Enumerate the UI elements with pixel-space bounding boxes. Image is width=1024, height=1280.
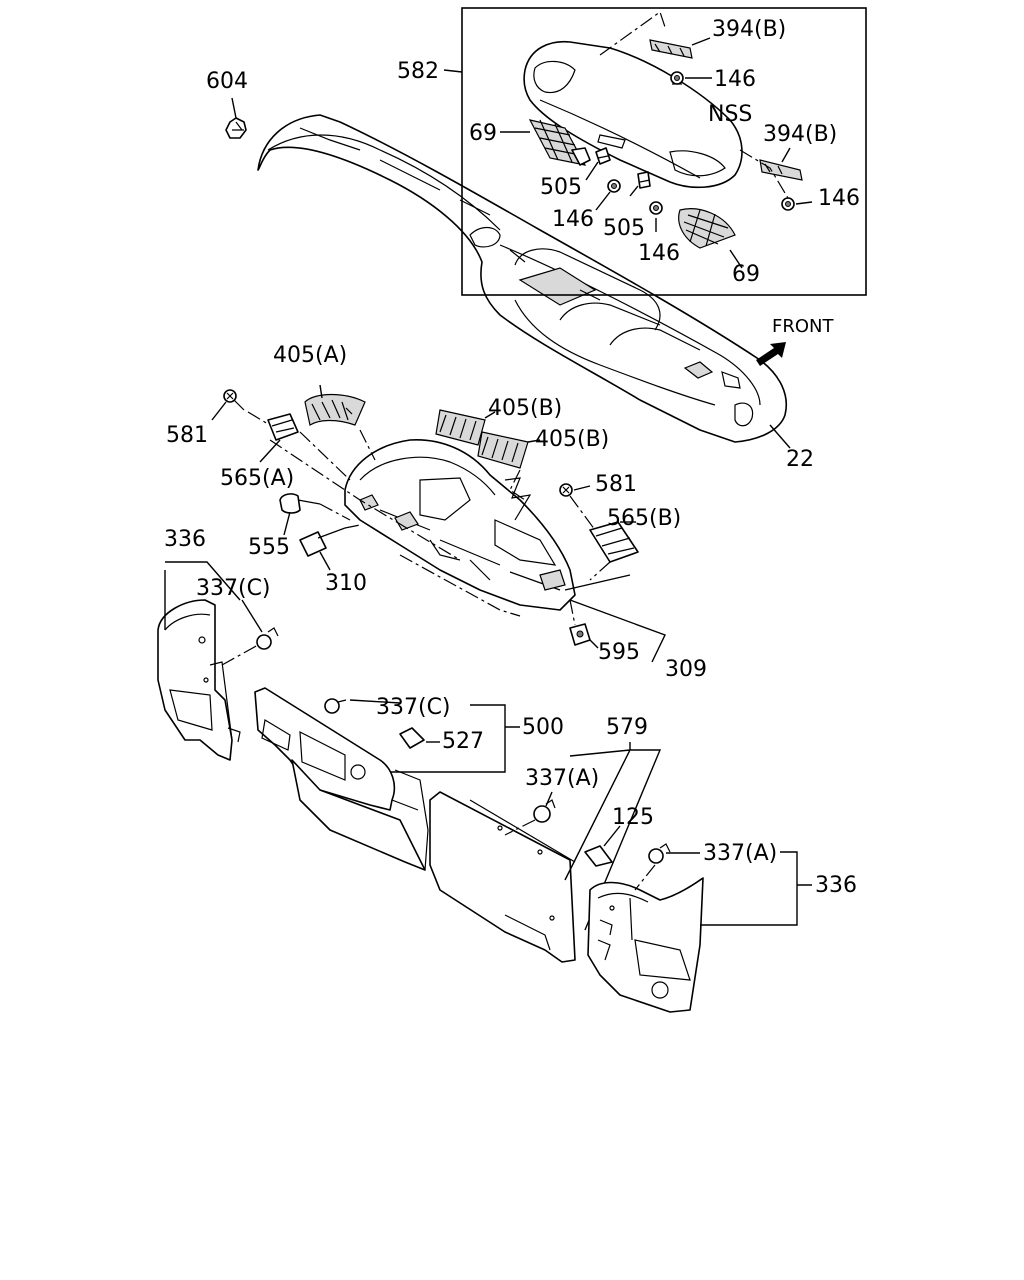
clip-565a [267,413,299,441]
label-69-left: 69 [469,121,497,146]
clip-595 [569,623,591,646]
clip-337c-center [324,698,347,714]
nss-pad [523,40,743,189]
vent-405b-b [477,431,529,469]
label-595: 595 [598,640,640,665]
clip-565b [589,521,639,563]
bracket-394b-top [649,39,693,59]
label-337c-left: 337(C) [196,576,271,601]
label-146-right: 146 [818,186,860,211]
label-555: 555 [248,535,290,560]
inset-box-582 [461,7,867,296]
screw-146-b [781,197,795,211]
label-146-middle: 146 [552,207,594,232]
glove-box-panel [429,791,576,963]
label-337c-center: 337(C) [376,695,451,720]
side-panel-right [587,877,704,1013]
clip-604 [225,117,247,139]
label-22: 22 [786,447,814,472]
bracket-394b-right [759,159,803,181]
lower-panel-500 [254,687,429,871]
instrument-panel-frame [344,439,576,611]
bolt-310 [299,527,346,557]
label-527: 527 [442,729,484,754]
label-405b-lower: 405(B) [535,427,609,452]
label-500: 500 [522,715,564,740]
screw-581-left [223,389,245,411]
label-336-left: 336 [164,527,206,552]
clip-527 [399,727,425,749]
label-146-top: 146 [714,67,756,92]
label-336-right: 336 [815,873,857,898]
label-581-right: 581 [595,472,637,497]
label-394b-top: 394(B) [712,17,786,42]
clip-337a-right [648,843,671,864]
label-579: 579 [606,715,648,740]
clip-505-b [637,171,651,189]
label-505-left: 505 [540,175,582,200]
vent-405a [304,393,366,426]
label-125: 125 [612,805,654,830]
label-337a-right: 337(A) [703,841,777,866]
label-69-right: 69 [732,262,760,287]
label-394b-right: 394(B) [763,122,837,147]
label-582: 582 [397,59,439,84]
label-310: 310 [325,571,367,596]
vent-69-left [528,119,591,166]
vent-405b-a [435,409,486,446]
label-604: 604 [206,69,248,94]
screw-146-a [670,71,684,85]
label-405b-upper: 405(B) [488,396,562,421]
screw-146-d [649,201,663,215]
side-panel-left [157,599,241,761]
clip-337c-left [256,627,279,650]
clip-505-a [595,147,611,165]
front-arrow-icon [756,342,786,366]
screw-146-c [607,179,621,193]
label-505-right: 505 [603,216,645,241]
vent-69-right [678,208,736,249]
label-405a: 405(A) [273,343,347,368]
clip-125 [584,845,613,867]
clip-337a-center [533,799,556,823]
label-146-lower: 146 [638,241,680,266]
label-309: 309 [665,657,707,682]
bolt-555 [279,493,321,514]
label-nss: NSS [708,102,752,127]
label-565a: 565(A) [220,466,294,491]
label-581-left: 581 [166,423,208,448]
label-front: FRONT [772,316,834,337]
screw-581-right [559,483,573,497]
label-565b: 565(B) [607,506,681,531]
label-337a-center: 337(A) [525,766,599,791]
